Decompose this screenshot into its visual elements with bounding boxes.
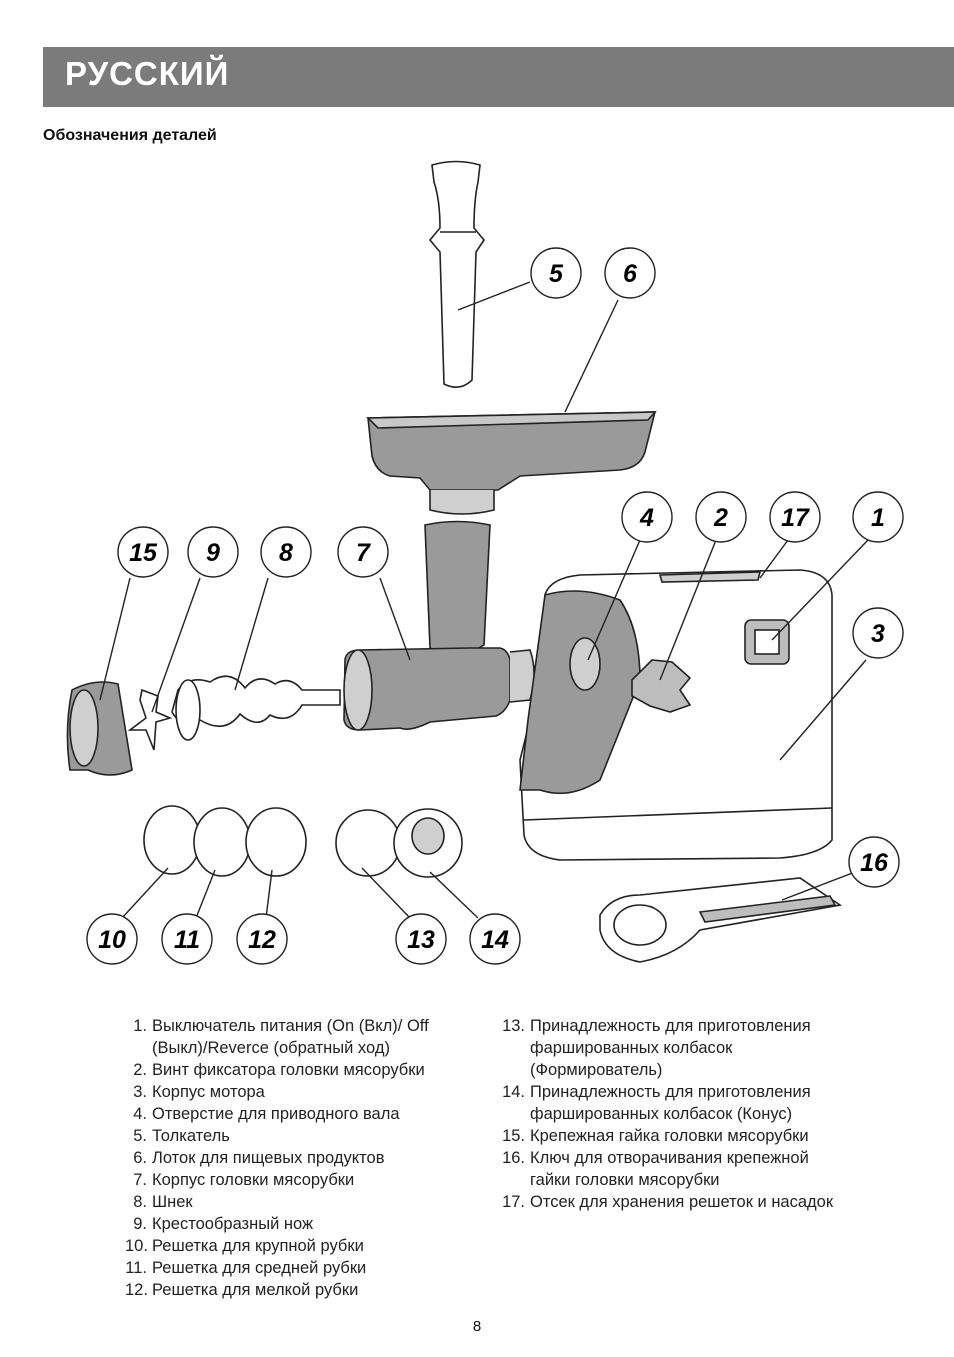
svg-text:15: 15 bbox=[129, 539, 158, 567]
svg-text:17: 17 bbox=[781, 504, 810, 532]
pusher-part bbox=[428, 160, 485, 388]
svg-text:13: 13 bbox=[407, 926, 435, 954]
callout-16: 16 bbox=[848, 836, 900, 888]
svg-text:16: 16 bbox=[860, 849, 889, 877]
callout-15: 15 bbox=[117, 526, 169, 578]
language-title: РУССКИЙ bbox=[65, 55, 230, 92]
meat-grinder-diagram: 5 6 15 9 8 7 4 2 17 1 3 16 10 11 12 13 1… bbox=[66, 160, 904, 965]
parts-legend-left: 1.Выключатель питания (On (Вкл)/ Off (Вы… bbox=[125, 1015, 485, 1301]
svg-text:7: 7 bbox=[356, 539, 371, 567]
legend-item: 8.Шнек bbox=[133, 1193, 193, 1211]
legend-item: 2.Винт фиксатора головки мясорубки bbox=[133, 1061, 425, 1079]
legend-item: 13.Принадлежность для приготовления фарш… bbox=[502, 1017, 811, 1079]
legend-item: 4.Отверстие для приводного вала bbox=[133, 1105, 400, 1123]
legend-item: 1.Выключатель питания (On (Вкл)/ Off (Вы… bbox=[133, 1017, 429, 1057]
page-number: 8 bbox=[472, 1318, 482, 1335]
sausage-attachments bbox=[335, 808, 463, 878]
food-tray-part bbox=[366, 411, 657, 515]
svg-text:1: 1 bbox=[871, 504, 885, 532]
callout-17: 17 bbox=[769, 491, 821, 543]
callout-13: 13 bbox=[395, 913, 447, 965]
motor-body-part bbox=[519, 569, 833, 861]
wrench-part bbox=[599, 877, 843, 963]
svg-text:12: 12 bbox=[248, 926, 276, 954]
svg-text:2: 2 bbox=[713, 504, 728, 532]
callout-14: 14 bbox=[469, 913, 521, 965]
legend-item: 6.Лоток для пищевых продуктов bbox=[133, 1149, 385, 1167]
legend-item: 15.Крепежная гайка головки мясорубки bbox=[502, 1127, 809, 1145]
svg-text:4: 4 bbox=[639, 504, 654, 532]
svg-text:9: 9 bbox=[206, 539, 220, 567]
callout-circles: 5 6 15 9 8 7 4 2 17 1 3 16 10 11 12 13 1… bbox=[86, 247, 904, 965]
callout-7: 7 bbox=[337, 526, 389, 578]
svg-text:8: 8 bbox=[279, 539, 293, 567]
callout-3: 3 bbox=[852, 607, 904, 659]
callout-2: 2 bbox=[695, 491, 747, 543]
callout-8: 8 bbox=[260, 526, 312, 578]
svg-text:5: 5 bbox=[549, 260, 564, 288]
callout-10: 10 bbox=[86, 913, 138, 965]
legend-item: 3.Корпус мотора bbox=[133, 1083, 265, 1101]
legend-item: 17.Отсек для хранения решеток и насадок bbox=[502, 1193, 834, 1211]
callout-5: 5 bbox=[530, 247, 582, 299]
svg-text:14: 14 bbox=[481, 926, 509, 954]
callout-9: 9 bbox=[187, 526, 239, 578]
grinder-head-part bbox=[343, 520, 535, 731]
legend-item: 12.Решетка для мелкой рубки bbox=[125, 1281, 359, 1299]
callout-12: 12 bbox=[236, 913, 288, 965]
svg-text:3: 3 bbox=[871, 620, 885, 648]
svg-text:6: 6 bbox=[623, 260, 638, 288]
callout-11: 11 bbox=[161, 913, 213, 965]
section-title: Обозначения деталей bbox=[43, 127, 217, 144]
legend-item: 7.Корпус головки мясорубки bbox=[133, 1171, 355, 1189]
callout-1: 1 bbox=[852, 491, 904, 543]
parts-legend-right: 13.Принадлежность для приготовления фарш… bbox=[497, 1015, 842, 1213]
legend-item: 11.Решетка для средней рубки bbox=[125, 1259, 367, 1277]
legend-item: 10.Решетка для крупной рубки bbox=[125, 1237, 364, 1255]
legend-item: 16.Ключ для отворачивания крепежной гайк… bbox=[502, 1149, 809, 1189]
language-header-bar: РУССКИЙ bbox=[43, 47, 954, 107]
svg-text:11: 11 bbox=[174, 926, 200, 954]
auger-screw-part bbox=[171, 675, 341, 741]
locking-nut-part bbox=[66, 681, 133, 776]
grinding-plates bbox=[143, 805, 307, 877]
leader-lines bbox=[99, 281, 869, 919]
legend-item: 5.Толкатель bbox=[133, 1127, 230, 1145]
cross-knife-part bbox=[127, 688, 173, 751]
svg-text:10: 10 bbox=[98, 926, 126, 954]
callout-4: 4 bbox=[621, 491, 673, 543]
legend-item: 14.Принадлежность для приготовления фарш… bbox=[502, 1083, 811, 1123]
legend-item: 9.Крестообразный нож bbox=[133, 1215, 314, 1233]
callout-6: 6 bbox=[604, 247, 656, 299]
